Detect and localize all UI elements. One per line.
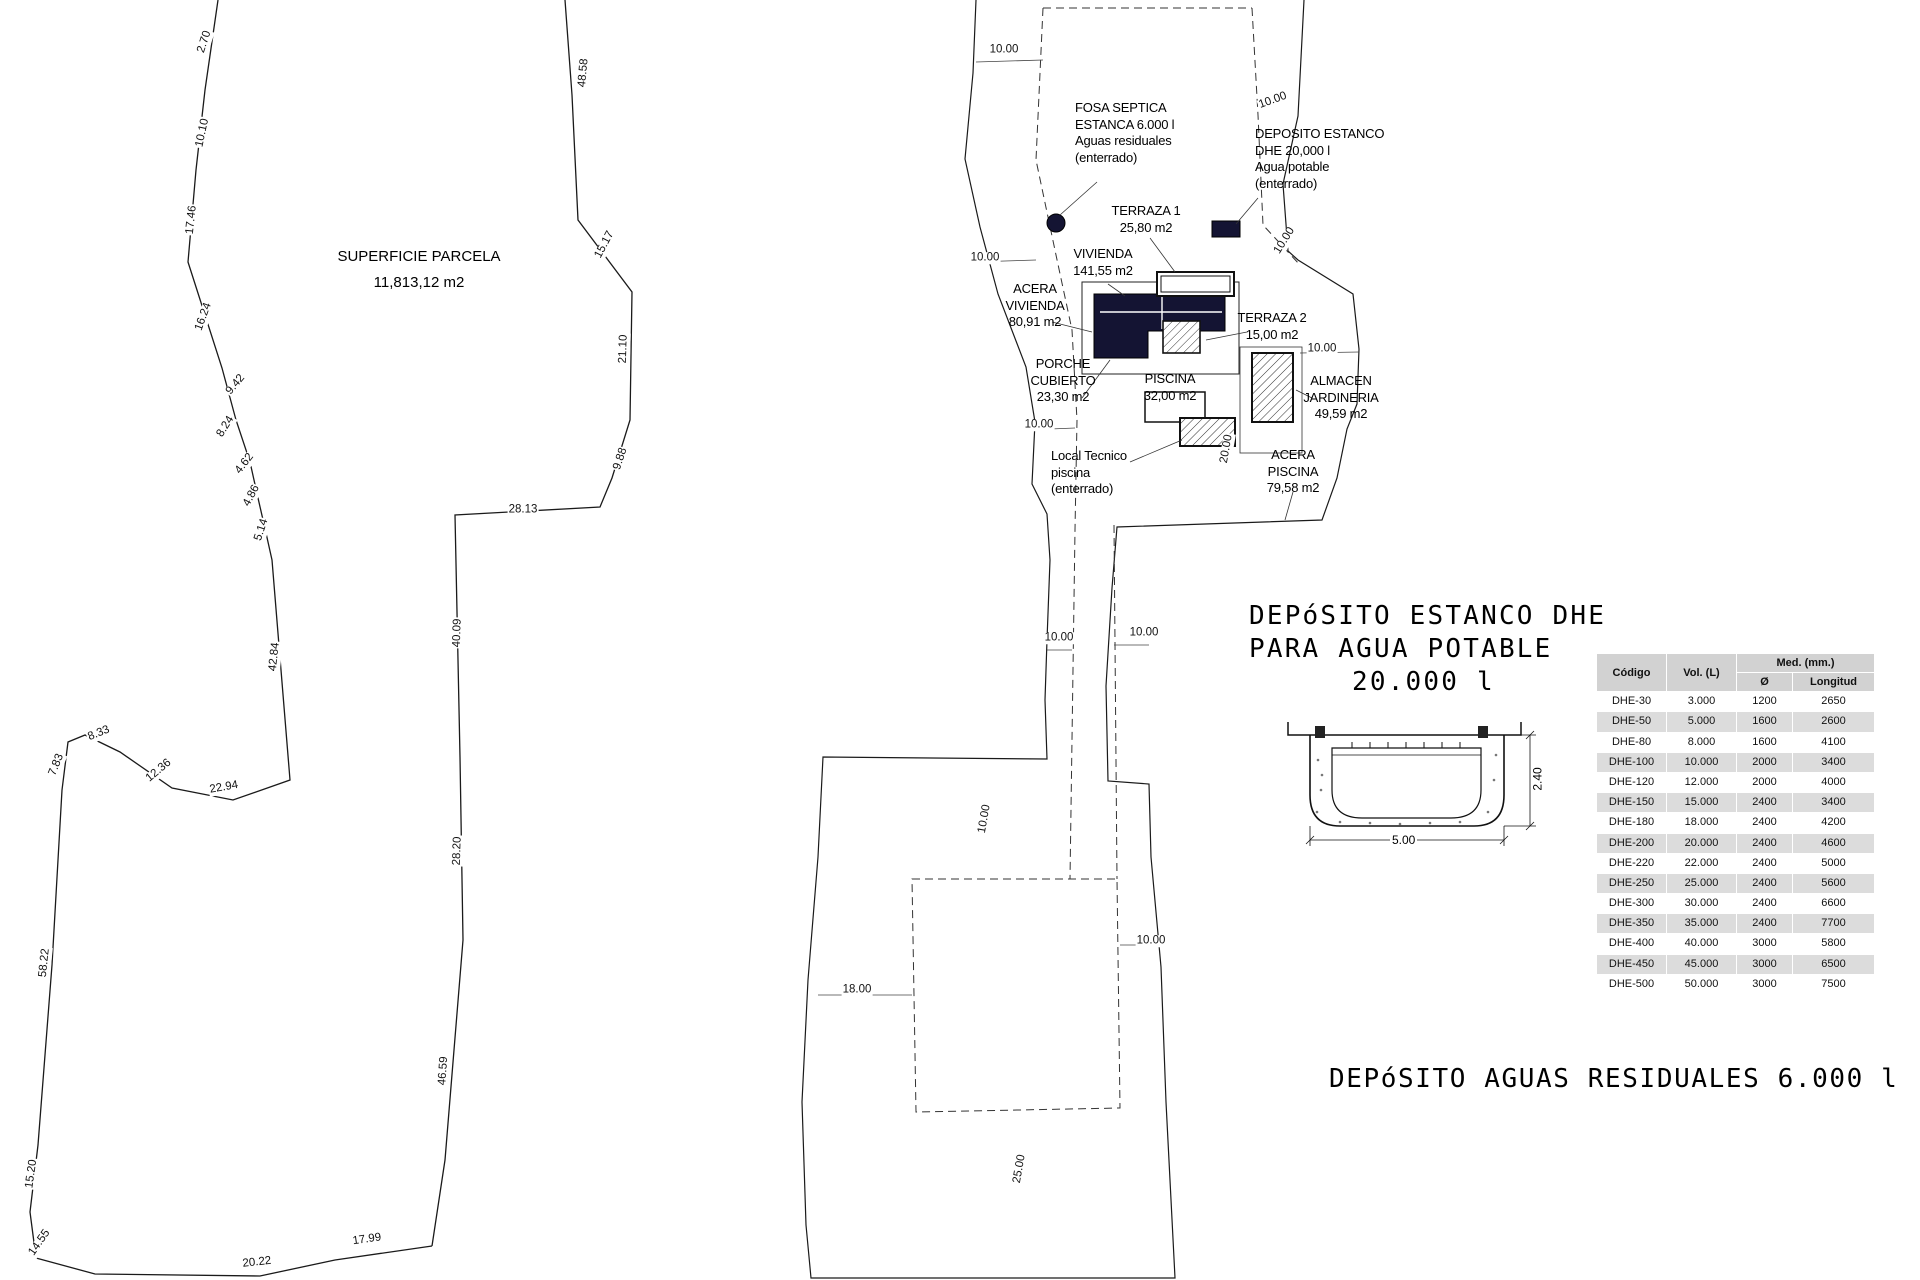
site-dimension-label: 10.00 [1128,626,1160,639]
acera-piscina-outline [1239,346,1303,454]
tank-section-drawing [1287,722,1536,846]
tank-top-ticks [1351,742,1461,748]
parcel-surface-label: SUPERFICIE PARCELA 11,813,12 m2 [337,244,500,295]
setback-left [1035,7,1078,880]
header-diametro: Ø [1736,672,1793,693]
dimension-lines [818,59,1360,996]
site-dimension-label: 10.00 [1023,418,1055,431]
deposito-estanco-marker [1211,220,1241,238]
header-longitud: Longitud [1792,672,1875,693]
terraza-2-hatch [1162,320,1201,354]
site-dimension-label: 10.00 [1135,934,1167,947]
site-dimension-label: 10.00 [988,43,1020,56]
height-dimension [1504,730,1536,831]
parcel-outline-right [431,0,633,1247]
pit-outline [1309,735,1505,827]
terraza-1-inner [1160,275,1231,293]
tank-width-dimension: 5.00 [1390,833,1418,847]
concrete-stipple [1315,753,1498,826]
dhe-spec-table-header: Código Vol. (L) Med. (mm.) Ø Longitud [1596,652,1875,693]
header-codigo: Código [1596,652,1667,693]
parcel-dimension-label: 40.09 [450,617,465,649]
header-med: Med. (mm.) [1736,652,1875,674]
parcel-outline-left [29,0,433,1277]
buildings [1046,213,1303,454]
pit-lug-left [1315,726,1325,738]
parcel-dimension-label: 21.10 [616,333,631,365]
site-dimension-label: 10.00 [969,251,1001,264]
tank-height-dimension: 2.40 [1530,765,1545,793]
site-outline-left [801,0,1360,1279]
setback-corridor [1113,524,1118,880]
ground-line [1287,722,1522,736]
header-vol: Vol. (L) [1666,652,1737,693]
pit-lug-right [1478,726,1488,738]
parcel-dimension-label: 28.20 [450,835,465,867]
fosa-septica-marker [1046,213,1066,233]
parcel-dimension-label: 46.59 [436,1055,451,1087]
dhe-spec-table: Código Vol. (L) Med. (mm.) Ø Longitud DH… [1596,652,1875,996]
site-dimension-label: 10.00 [1306,342,1338,355]
tank-detail-title-line: PARA AGUA POTABLE [1249,634,1553,664]
setback-dashed-lines [911,7,1301,1113]
tank-detail-title-line: DEPóSITO ESTANCO DHE [1249,601,1607,631]
parcel-outline [29,0,633,1277]
vivienda-footprint [1093,293,1226,359]
site-dimension-label: 10.00 [1043,631,1075,644]
residual-water-tank-title: DEPóSITO AGUAS RESIDUALES 6.000 l [1329,1064,1899,1094]
tank-body [1331,747,1482,819]
site-dimension-label: 18.00 [841,983,873,996]
setback-right [1251,7,1301,266]
tank-detail-title-line: 20.000 l [1352,667,1495,697]
leader-lines [1051,181,1313,521]
parcel-dimension-label: 28.13 [507,503,539,516]
almacen-jardineria-hatch [1251,352,1294,423]
parcel-surface-area: 11,813,12 m2 [373,273,465,291]
setback-bottom-rect [911,878,1121,1113]
site-outline [801,0,1360,1279]
parcel-surface-title: SUPERFICIE PARCELA [337,248,501,265]
